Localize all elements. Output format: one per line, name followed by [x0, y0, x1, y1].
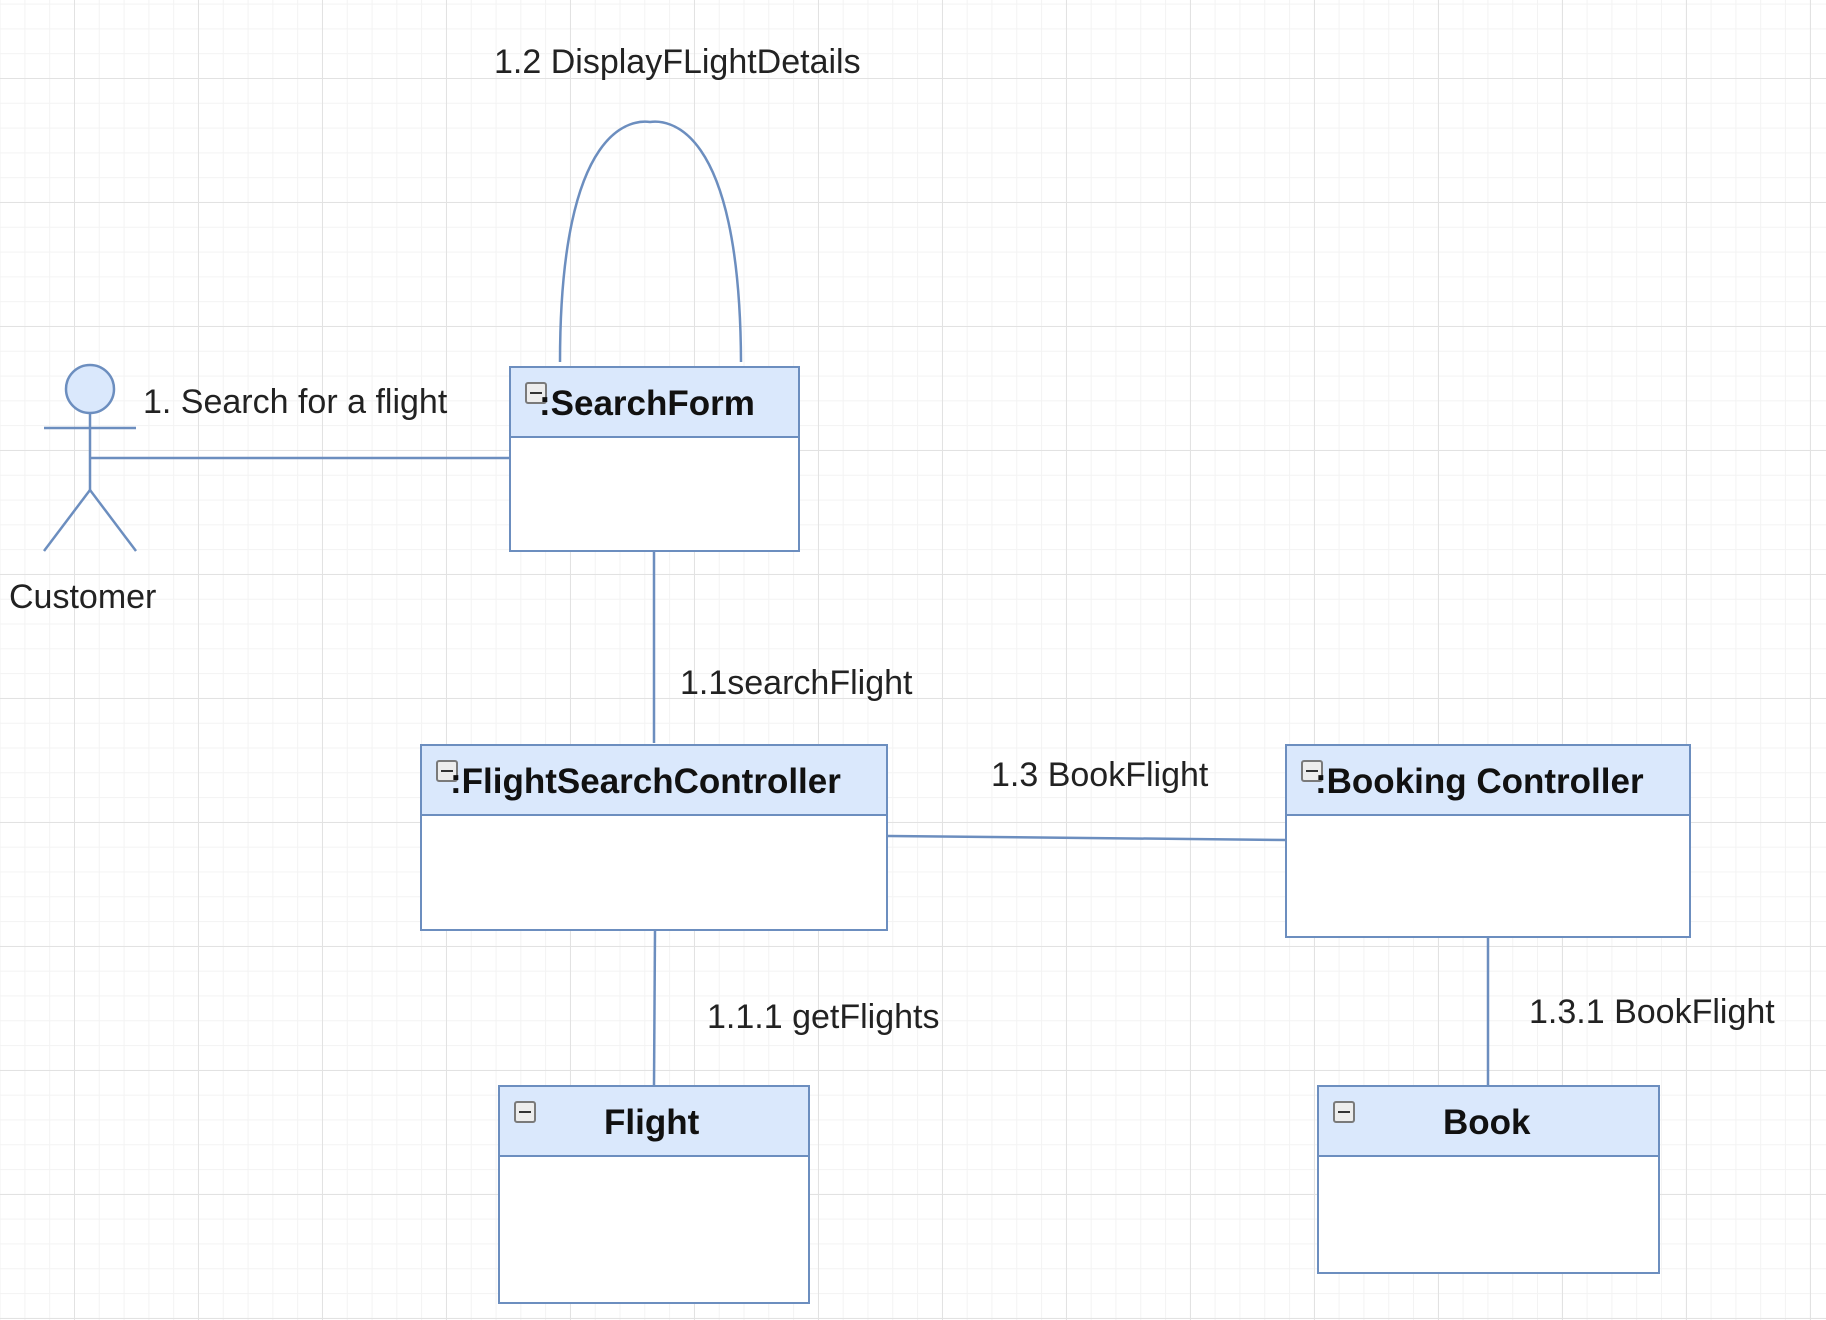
customer-actor-figure[interactable]: [43, 363, 137, 552]
actor-left-leg: [43, 489, 91, 552]
book-title: Book: [1443, 1103, 1531, 1142]
collapse-minus-icon[interactable]: [525, 382, 547, 404]
booking-controller-object-box[interactable]: :Booking Controller: [1285, 744, 1691, 938]
message-search-for-flight-label: 1. Search for a flight: [143, 383, 448, 421]
searchform-object-box[interactable]: :SearchForm: [509, 366, 800, 552]
flight-title: Flight: [604, 1103, 700, 1142]
collapse-minus-icon[interactable]: [436, 760, 458, 782]
controller-flight-connector[interactable]: [652, 929, 657, 1086]
message-search-flight-label: 1.1searchFlight: [680, 664, 913, 702]
searchform-title: :SearchForm: [539, 384, 755, 423]
message-book-flight-label: 1.3 BookFlight: [991, 756, 1209, 794]
searchform-header[interactable]: :SearchForm: [511, 368, 798, 438]
actor-head: [64, 363, 116, 415]
flight-search-controller-title: :FlightSearchController: [450, 762, 841, 801]
book-object-box[interactable]: Book: [1317, 1085, 1660, 1274]
flight-search-controller-object-box[interactable]: :FlightSearchController: [420, 744, 888, 931]
book-header[interactable]: Book: [1319, 1087, 1658, 1157]
self-loop-connector[interactable]: [558, 120, 743, 363]
message-display-flight-details-label: 1.2 DisplayFLightDetails: [494, 43, 861, 81]
booking-controller-title: :Booking Controller: [1315, 762, 1644, 801]
controller-booking-connector[interactable]: [886, 834, 1288, 842]
actor-name-label: Customer: [9, 578, 157, 616]
collapse-minus-icon[interactable]: [1301, 760, 1323, 782]
actor-right-leg: [89, 489, 137, 552]
booking-controller-header[interactable]: :Booking Controller: [1287, 746, 1689, 816]
message-book-flight-sub-label: 1.3.1 BookFlight: [1529, 993, 1775, 1031]
collapse-minus-icon[interactable]: [1333, 1101, 1355, 1123]
message-get-flights-label: 1.1.1 getFlights: [707, 998, 940, 1036]
flight-search-controller-header[interactable]: :FlightSearchController: [422, 746, 886, 816]
flight-header[interactable]: Flight: [500, 1087, 808, 1157]
collapse-minus-icon[interactable]: [514, 1101, 536, 1123]
flight-object-box[interactable]: Flight: [498, 1085, 810, 1304]
